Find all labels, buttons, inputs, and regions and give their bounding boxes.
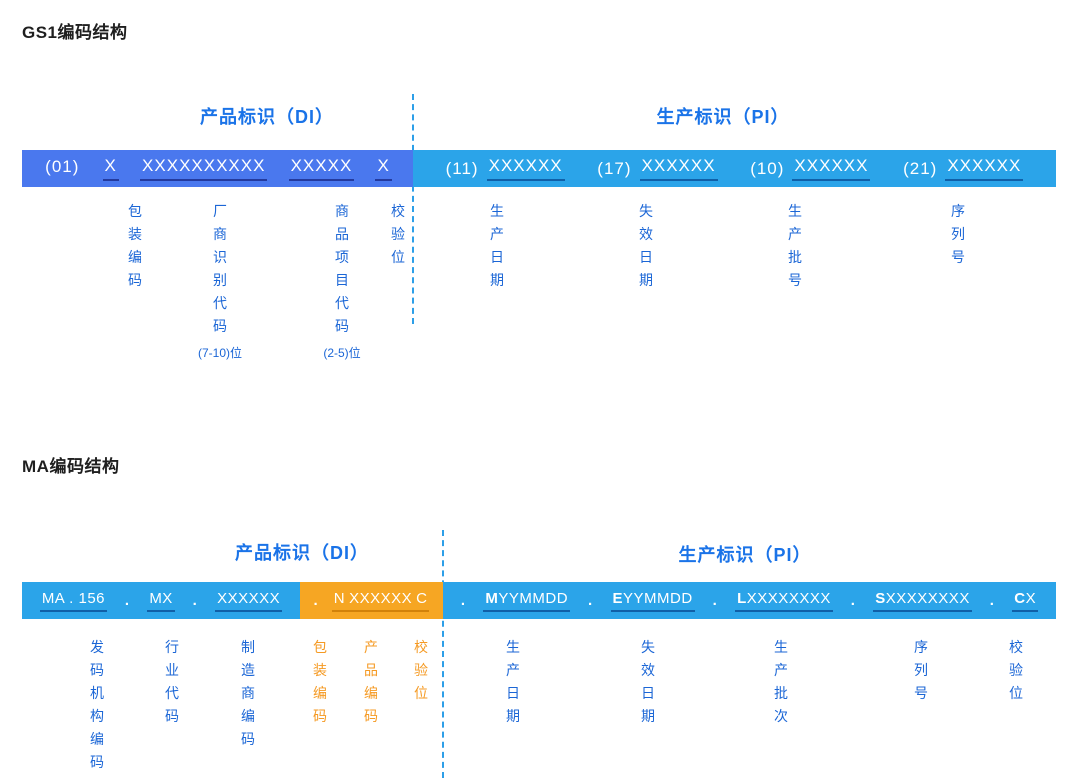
gs1-ai-11: (11) <box>445 158 479 178</box>
gs1-expiry-date-field: (17) XXXXXX <box>597 156 718 181</box>
gs1-label-batch-number: 生产批号 <box>788 203 802 288</box>
ma-expiry-date-field: EYYMMDD <box>610 589 695 612</box>
ma-batch-prefix: L <box>737 589 747 607</box>
ma-production-date-rest: YYMMDD <box>498 589 569 607</box>
ma-label-issuer-code: 发码机构编码 <box>90 639 104 770</box>
ma-batch-rest: XXXXXXXX <box>746 589 831 607</box>
ma-dot-separator: . <box>313 592 319 609</box>
ma-manufacturer-code-field: XXXXXX <box>215 590 283 612</box>
gs1-ai-10: (10) <box>750 158 785 178</box>
gs1-packaging-code-field: X <box>102 156 119 181</box>
ma-section-title: MA编码结构 <box>22 457 120 476</box>
ma-product-code-group: N XXXXXX C <box>331 590 430 612</box>
ma-serial-rest: XXXXXXXX <box>885 589 970 607</box>
gs1-label-company-prefix: 厂商识别代码 <box>213 203 227 334</box>
gs1-code-bar: (01) X XXXXXXXXXX XXXXX X (11) XXXXXX (1… <box>22 150 1056 187</box>
gs1-serial-number-value: XXXXXX <box>945 156 1024 181</box>
gs1-di-header: 产品标识（DI） <box>200 107 334 127</box>
ma-di-check-digit-field: C <box>414 590 430 612</box>
ma-dot-separator: . <box>587 592 593 609</box>
ma-label-expiry-date: 失效日期 <box>641 639 655 724</box>
gs1-production-date-field: (11) XXXXXX <box>446 156 565 181</box>
gs1-ai-21: (21) <box>903 158 938 178</box>
ma-expiry-date-rest: YYMMDD <box>623 589 693 607</box>
gs1-production-date-value: XXXXXX <box>486 156 565 181</box>
gs1-ai-17: (17) <box>597 158 632 178</box>
gs1-batch-number-field: (10) XXXXXX <box>750 156 871 181</box>
ma-label-batch: 生产批次 <box>774 639 788 724</box>
gs1-label-item-reference: 商品项目代码 <box>335 203 349 334</box>
ma-product-orange-segment: . N XXXXXX C <box>300 582 443 619</box>
ma-di-blue-segment: MA . 156 . MX . XXXXXX <box>22 582 300 619</box>
gs1-item-reference-field: XXXXX <box>288 156 355 181</box>
ma-check-field: CX <box>1012 589 1039 612</box>
ma-label-serial-number: 序列号 <box>914 639 928 701</box>
gs1-di-pi-divider-line <box>412 94 414 324</box>
ma-dot-separator: . <box>124 592 130 609</box>
ma-dot-separator: . <box>850 592 856 609</box>
ma-pi-segment: . MYYMMDD . EYYMMDD . LXXXXXXXX . SXXXXX… <box>443 582 1056 619</box>
ma-label-di-check-digit: 校验位 <box>414 639 428 701</box>
gs1-label-expiry-date: 失效日期 <box>639 203 653 288</box>
gs1-note-company-prefix-digits: (7-10)位 <box>197 346 243 360</box>
ma-industry-code-field: MX <box>147 590 175 612</box>
gs1-serial-number-field: (21) XXXXXX <box>903 156 1024 181</box>
ma-production-date-prefix: M <box>485 589 499 607</box>
ma-product-code-field: XXXXXX <box>347 590 415 612</box>
ma-label-industry-code: 行业代码 <box>165 639 179 724</box>
ma-label-product-code: 产品编码 <box>364 639 378 724</box>
gs1-note-item-reference-digits: (2-5)位 <box>323 346 361 360</box>
ma-di-header: 产品标识（DI） <box>235 543 369 563</box>
gs1-label-serial-number: 序列号 <box>951 203 965 265</box>
ma-label-check-digit: 校验位 <box>1009 639 1023 701</box>
ma-dot-separator: . <box>989 592 995 609</box>
ma-packaging-code-field: N <box>331 590 348 612</box>
ma-label-production-date: 生产日期 <box>506 639 520 724</box>
ma-dot-separator: . <box>192 592 198 609</box>
ma-label-packaging-code: 包装编码 <box>313 639 327 724</box>
gs1-pi-segment: (11) XXXXXX (17) XXXXXX (10) XXXXXX (21)… <box>413 150 1056 187</box>
ma-issuer-code-field: MA . 156 <box>39 590 108 612</box>
ma-dot-separator: . <box>712 592 718 609</box>
ma-check-rest: X <box>1025 589 1037 607</box>
ma-serial-prefix: S <box>875 589 886 607</box>
ma-dot-separator: . <box>460 592 466 609</box>
ma-code-bar: MA . 156 . MX . XXXXXX . N XXXXXX C . MY… <box>22 582 1056 619</box>
gs1-di-segment: (01) X XXXXXXXXXX XXXXX X <box>22 150 413 187</box>
gs1-company-prefix-field: XXXXXXXXXX <box>140 156 268 181</box>
gs1-label-packaging-code: 包装编码 <box>128 203 142 288</box>
gs1-section-title: GS1编码结构 <box>22 23 128 42</box>
gs1-batch-number-value: XXXXXX <box>792 156 871 181</box>
ma-pi-header: 生产标识（PI） <box>678 545 812 565</box>
gs1-pi-header: 生产标识（PI） <box>656 107 790 127</box>
ma-expiry-date-prefix: E <box>612 589 624 607</box>
gs1-label-check-digit: 校验位 <box>391 203 405 265</box>
gs1-label-production-date: 生产日期 <box>490 203 504 288</box>
ma-check-prefix: C <box>1014 589 1026 607</box>
gs1-check-digit-field: X <box>375 156 392 181</box>
ma-label-manufacturer-code: 制造商编码 <box>241 639 255 747</box>
ma-di-pi-divider-line <box>442 530 444 778</box>
ma-batch-field: LXXXXXXXX <box>735 590 833 612</box>
ma-serial-field: SXXXXXXXX <box>873 590 972 612</box>
gs1-expiry-date-value: XXXXXX <box>639 156 718 181</box>
gs1-ai-01: (01) <box>45 157 80 176</box>
ma-production-date-field: MYYMMDD <box>483 589 571 612</box>
